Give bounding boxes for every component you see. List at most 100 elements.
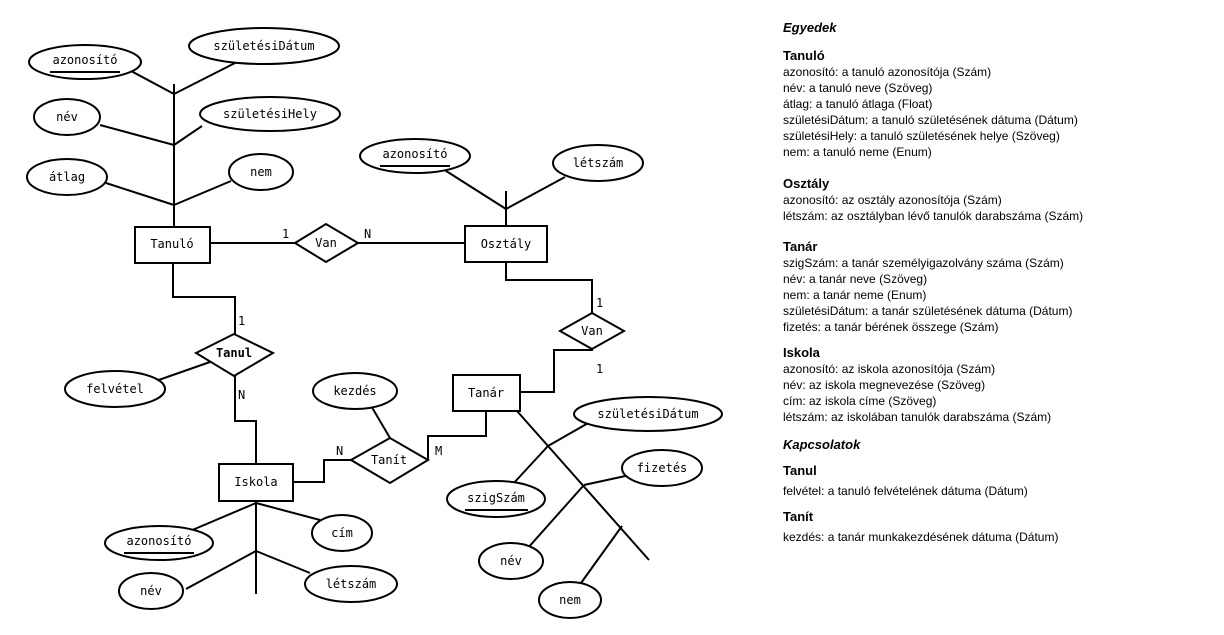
entity-osztaly[interactable]: Osztály	[464, 225, 548, 263]
relationship-tanul[interactable]: Tanul	[193, 332, 276, 378]
entity-tanar[interactable]: Tanár	[452, 374, 521, 412]
legend-line: születésiDátum: a tanuló születésének dá…	[783, 113, 1078, 127]
entity-osztaly-label: Osztály	[481, 237, 532, 251]
attribute-tanar-fizetes[interactable]: fizetés	[621, 449, 703, 487]
attribute-label: létszám	[573, 156, 624, 170]
tanulo-tanul-iskola-links	[152, 263, 257, 464]
attribute-label: születésiDátum	[213, 39, 314, 53]
relationship-van-label: Van	[315, 236, 337, 250]
attribute-label: kezdés	[333, 384, 376, 398]
attribute-label: azonosító	[126, 534, 191, 548]
legend-line: nem: a tanár neme (Enum)	[783, 288, 927, 302]
legend-line: fizetés: a tanár bérének összege (Szám)	[783, 320, 999, 334]
attribute-label: név	[500, 554, 522, 568]
attribute-label: születésiDátum	[597, 407, 698, 421]
attribute-tanulo-szuletesi-hely[interactable]: születésiHely	[199, 96, 341, 132]
cardinality-tanul-iskola: N	[238, 388, 245, 402]
relationship-tanul-label: Tanul	[216, 346, 252, 360]
legend-line: felvétel: a tanuló felvételének dátuma (…	[783, 484, 1028, 498]
cardinality-van-osztaly: N	[364, 227, 371, 241]
attribute-tanar-nem[interactable]: nem	[538, 581, 602, 619]
cardinality-iskola-tanit: N	[336, 444, 343, 458]
attribute-tanit-kezdes[interactable]: kezdés	[312, 372, 398, 410]
attribute-label: szigSzám	[467, 491, 525, 505]
attribute-label: felvétel	[86, 382, 144, 396]
relationship-van-label: Van	[581, 324, 603, 338]
cardinality-osztaly-van: 1	[596, 296, 603, 310]
attribute-iskola-nev[interactable]: név	[118, 572, 184, 610]
entity-tanulo[interactable]: Tanuló	[134, 226, 211, 264]
cardinality-labels: 1 N 1 1 1 N N M	[238, 227, 603, 458]
legend-line: név: a tanuló neve (Szöveg)	[783, 81, 933, 95]
relationship-van-osztaly-tanar[interactable]: Van	[557, 311, 627, 351]
legend-iskola-block: azonosító: az iskola azonosítója (Szám) …	[783, 361, 1213, 425]
attribute-label: azonosító	[52, 53, 117, 67]
relationship-tanit-label: Tanít	[371, 453, 407, 467]
cardinality-tanit-tanar: M	[435, 444, 442, 458]
attribute-iskola-cim[interactable]: cím	[311, 514, 373, 552]
attribute-label: név	[56, 110, 78, 124]
attribute-label: cím	[331, 526, 353, 540]
legend-line: cím: az iskola címe (Szöveg)	[783, 394, 937, 408]
legend-line: azonosító: a tanuló azonosítója (Szám)	[783, 65, 992, 79]
attribute-tanar-nev[interactable]: név	[478, 542, 544, 580]
er-diagram: Tanuló Osztály Tanár Iskola Van Van Tanu…	[26, 27, 723, 619]
entity-iskola[interactable]: Iskola	[218, 463, 294, 502]
attribute-tanul-felvetel[interactable]: felvétel	[64, 370, 166, 408]
entity-tanar-label: Tanár	[468, 386, 504, 400]
attribute-osztaly-azonosito[interactable]: azonosító	[359, 138, 471, 174]
attribute-tanulo-nev[interactable]: név	[33, 98, 101, 136]
attribute-tanar-szigszam[interactable]: szigSzám	[446, 480, 546, 518]
attribute-iskola-letszam[interactable]: létszám	[304, 565, 398, 603]
legend-line: születésiHely: a tanuló születésének hel…	[783, 129, 1060, 143]
legend-tanulo-block: azonosító: a tanuló azonosítója (Szám) n…	[783, 64, 1213, 160]
legend-relations-title: Kapcsolatok	[783, 437, 861, 452]
legend-line: azonosító: az osztály azonosítója (Szám)	[783, 193, 1002, 207]
legend-line: szigSzám: a tanár személyigazolvány szám…	[783, 256, 1064, 270]
attribute-label: nem	[250, 165, 272, 179]
relationship-van-tanulo-osztaly[interactable]: Van	[293, 222, 360, 264]
legend-tanulo-title: Tanuló	[783, 48, 825, 63]
legend-line: kezdés: a tanár munkakezdésének dátuma (…	[783, 530, 1059, 544]
legend-tanar-block: szigSzám: a tanár személyigazolvány szám…	[783, 255, 1213, 335]
entity-iskola-label: Iskola	[234, 475, 277, 489]
attribute-tanulo-azonosito[interactable]: azonosító	[28, 44, 142, 80]
legend-tanit-title: Tanít	[783, 509, 814, 524]
legend-osztaly-block: azonosító: az osztály azonosítója (Szám)…	[783, 192, 1213, 224]
legend-line: név: a tanár neve (Szöveg)	[783, 272, 928, 286]
attribute-tanulo-atlag[interactable]: átlag	[26, 158, 108, 196]
attribute-tanulo-szuletesi-datum[interactable]: születésiDátum	[188, 27, 340, 65]
attribute-label: átlag	[49, 170, 85, 184]
cardinality-tanulo-tanul: 1	[238, 314, 245, 328]
legend-line: létszám: az iskolában tanulók darabszáma…	[783, 410, 1052, 424]
legend-tanul-block: felvétel: a tanuló felvételének dátuma (…	[783, 483, 1213, 499]
legend-line: nem: a tanuló neme (Enum)	[783, 145, 932, 159]
osztaly-attribute-tree	[442, 168, 566, 226]
attribute-tanulo-nem[interactable]: nem	[228, 153, 294, 191]
legend-line: azonosító: az iskola azonosítója (Szám)	[783, 362, 996, 376]
cardinality-tanulo-van: 1	[282, 227, 289, 241]
iskola-attribute-tree	[185, 501, 321, 594]
legend-tanit-block: kezdés: a tanár munkakezdésének dátuma (…	[783, 529, 1213, 545]
cardinality-van-tanar: 1	[596, 362, 603, 376]
legend-line: név: az iskola megnevezése (Szöveg)	[783, 378, 986, 392]
attribute-label: nem	[559, 593, 581, 607]
legend-tanar-title: Tanár	[783, 239, 818, 254]
legend-entities-title: Egyedek	[783, 20, 837, 35]
attribute-label: név	[140, 584, 162, 598]
iskola-tanit-tanar-links	[293, 403, 487, 483]
attribute-label: azonosító	[382, 147, 447, 161]
legend-panel: Egyedek Tanuló azonosító: a tanuló azono…	[783, 20, 1213, 545]
attribute-tanar-szuletesi-datum[interactable]: születésiDátum	[573, 396, 723, 432]
legend-line: létszám: az osztályban lévő tanulók dara…	[783, 209, 1084, 223]
attribute-osztaly-letszam[interactable]: létszám	[552, 144, 644, 182]
tanulo-attribute-tree	[99, 62, 236, 228]
tanar-attribute-tree	[511, 410, 650, 584]
legend-osztaly-title: Osztály	[783, 176, 830, 191]
attribute-iskola-azonosito[interactable]: azonosító	[104, 525, 214, 561]
relationship-tanit[interactable]: Tanít	[348, 436, 430, 485]
legend-line: születésiDátum: a tanár születésének dát…	[783, 304, 1073, 318]
attribute-label: létszám	[326, 577, 377, 591]
legend-line: átlag: a tanuló átlaga (Float)	[783, 97, 933, 111]
